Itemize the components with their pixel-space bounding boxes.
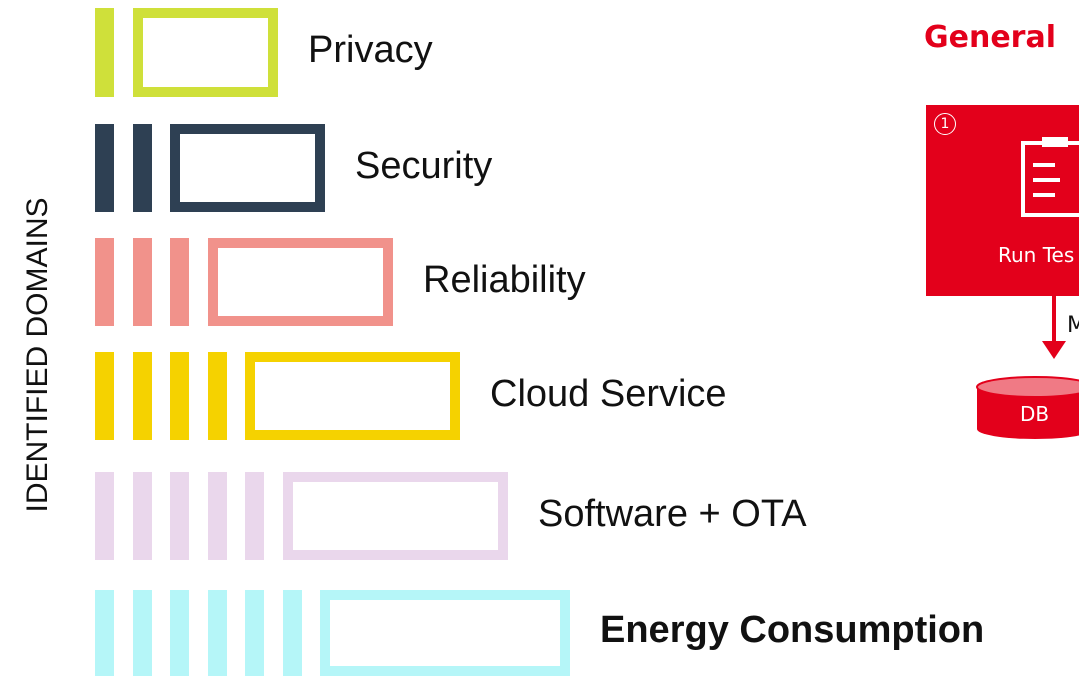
domain-label: Cloud Service: [490, 373, 727, 415]
domain-box: [170, 124, 325, 212]
domain-row: Privacy: [0, 8, 900, 97]
run-test-card[interactable]: 1 Run Tes: [926, 105, 1079, 296]
domain-bar: [170, 352, 189, 440]
domain-bar: [95, 590, 114, 676]
domain-box: [208, 238, 393, 326]
domain-bar: [245, 472, 264, 560]
domain-box: [283, 472, 508, 560]
domain-bar: [133, 590, 152, 676]
domain-bar: [133, 352, 152, 440]
domain-label: Security: [355, 145, 493, 187]
domain-bar: [95, 124, 114, 212]
step-number-badge: 1: [934, 113, 956, 135]
domain-label: Software + OTA: [538, 493, 807, 535]
domain-bar: [95, 238, 114, 326]
domain-label: Privacy: [308, 29, 433, 71]
domain-bar: [170, 238, 189, 326]
identified-domains-label: IDENTIFIED DOMAINS: [0, 0, 76, 674]
database-icon: [976, 376, 1079, 439]
domain-box: [320, 590, 570, 676]
domain-bar: [133, 124, 152, 212]
domain-bar: [208, 472, 227, 560]
domain-row: Reliability: [0, 238, 900, 326]
domain-bar: [170, 590, 189, 676]
domain-bar: [95, 472, 114, 560]
clipboard-icon: [1021, 137, 1079, 217]
domain-box: [133, 8, 278, 97]
domain-bar: [133, 238, 152, 326]
run-test-label: Run Tes: [998, 243, 1075, 267]
arrow-label: M: [1067, 313, 1079, 338]
domain-row: Energy Consumption: [0, 590, 984, 676]
domain-bar: [170, 472, 189, 560]
domain-bar: [95, 8, 114, 97]
domain-bar: [133, 472, 152, 560]
domain-row: Software + OTA: [0, 472, 900, 560]
domain-bar: [283, 590, 302, 676]
db-label: DB: [1020, 402, 1050, 426]
domain-box: [245, 352, 460, 440]
down-arrow-icon: [1042, 295, 1066, 359]
general-title: General: [924, 20, 1056, 55]
domain-bar: [245, 590, 264, 676]
domain-bar: [95, 352, 114, 440]
domain-row: Security: [0, 124, 900, 212]
domain-row: Cloud Service: [0, 352, 900, 440]
domain-bar: [208, 352, 227, 440]
domain-label: Energy Consumption: [600, 609, 985, 651]
domain-bar: [208, 590, 227, 676]
domain-label: Reliability: [423, 259, 586, 301]
